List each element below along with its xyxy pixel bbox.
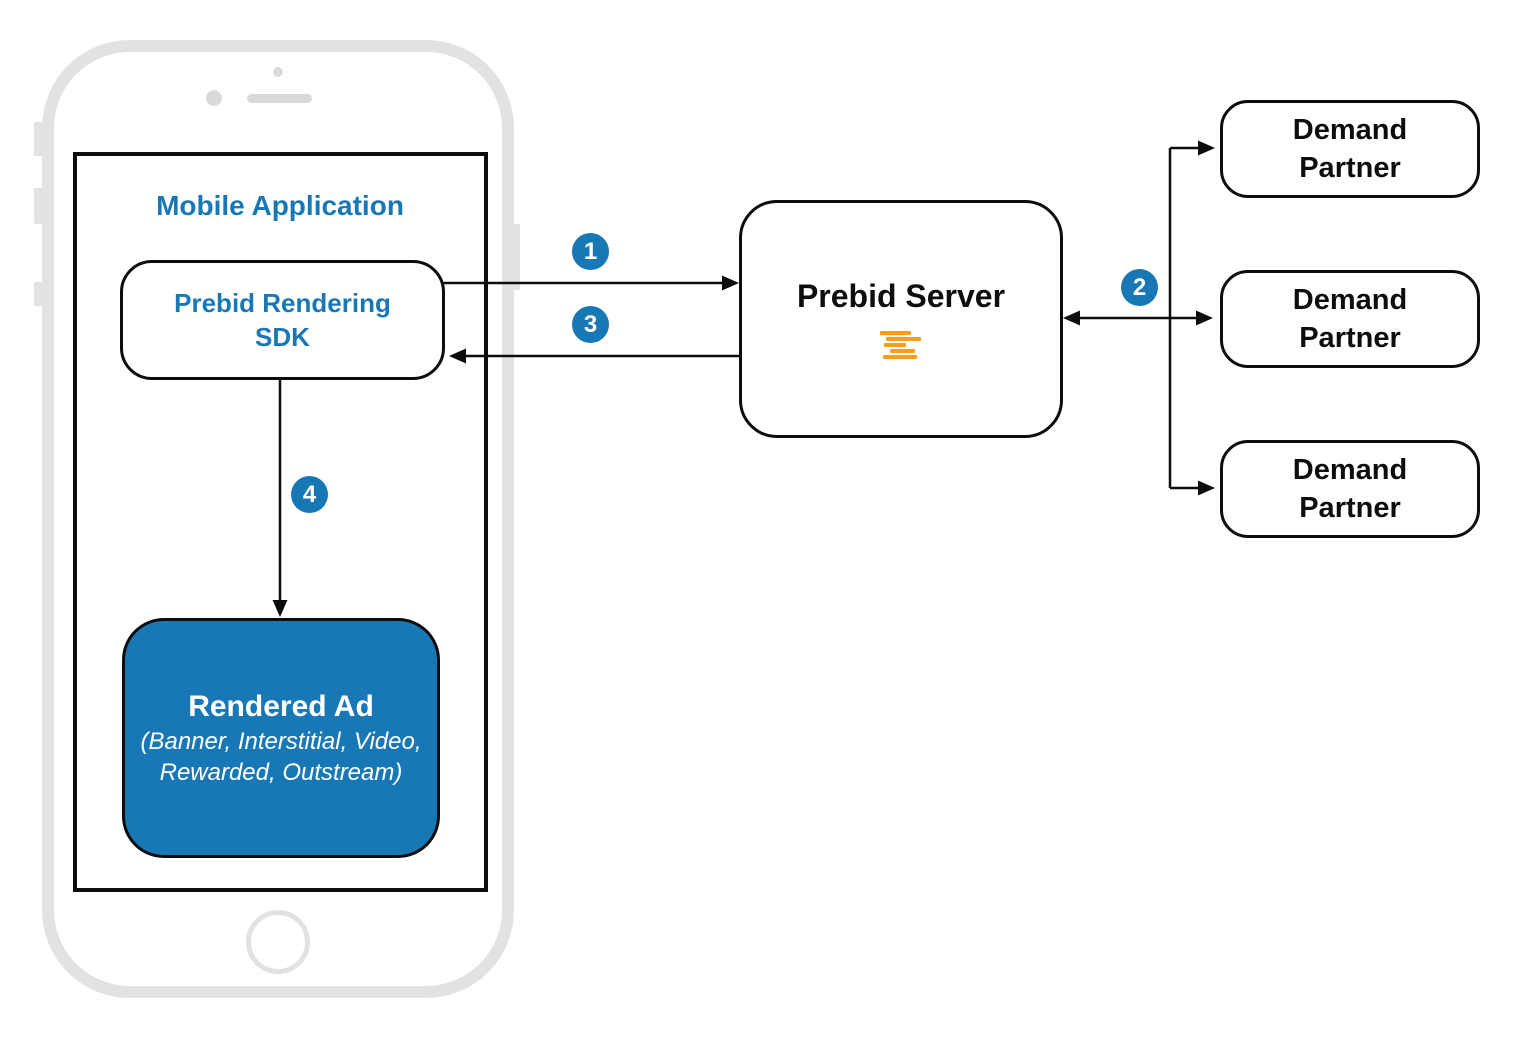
step-badge-1: 1 <box>572 233 609 270</box>
rendered-ad-subtitle-line1: (Banner, Interstitial, Video, <box>140 728 422 755</box>
step-badge-2: 2 <box>1121 269 1158 306</box>
prebid-logo-icon <box>880 330 922 361</box>
demand-partner-3-line1: Demand <box>1292 454 1408 486</box>
step-badge-4: 4 <box>291 476 328 513</box>
phone-sensor-dot <box>273 67 283 77</box>
demand-partner-3-line2: Partner <box>1299 492 1401 524</box>
phone-volume-up-button <box>34 188 43 224</box>
phone-mute-switch <box>34 122 43 156</box>
rendered-ad-title: Rendered Ad <box>188 690 374 723</box>
phone-power-button <box>511 224 520 290</box>
phone-earpiece-speaker <box>247 94 312 103</box>
demand-partner-box-2: Demand Partner <box>1220 270 1480 368</box>
sdk-label-line2: SDK <box>255 322 310 352</box>
demand-partner-1-line1: Demand <box>1292 114 1408 146</box>
prebid-server-label: Prebid Server <box>796 277 1006 314</box>
demand-partner-box-1: Demand Partner <box>1220 100 1480 198</box>
prebid-rendering-sdk-box: Prebid Rendering SDK <box>120 260 445 380</box>
rendered-ad-box: Rendered Ad (Banner, Interstitial, Video… <box>122 618 440 858</box>
demand-partner-1-line2: Partner <box>1299 152 1401 184</box>
phone-volume-down-button <box>34 282 43 306</box>
demand-partner-box-3: Demand Partner <box>1220 440 1480 538</box>
phone-home-button <box>246 910 310 974</box>
phone-front-camera <box>206 90 222 106</box>
mobile-application-title: Mobile Application <box>156 190 404 221</box>
sdk-label-line1: Prebid Rendering <box>174 288 391 318</box>
rendered-ad-subtitle-line2: Rewarded, Outstream) <box>159 759 403 786</box>
demand-partner-2-line1: Demand <box>1292 284 1408 316</box>
prebid-server-box: Prebid Server <box>739 200 1063 438</box>
step-badge-3: 3 <box>572 306 609 343</box>
demand-partner-2-line2: Partner <box>1299 322 1401 354</box>
